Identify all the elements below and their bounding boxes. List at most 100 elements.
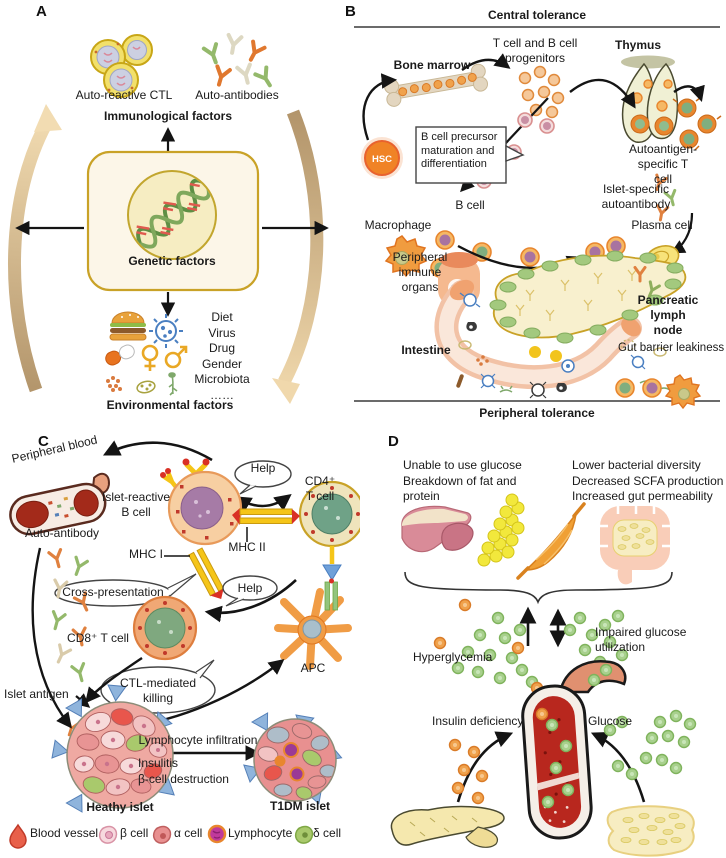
healthy-islet-icon	[51, 684, 175, 813]
arrow-thymus-to-tcells	[673, 84, 705, 102]
gut-barrier-leakiness-label: Gut barrier leakiness	[618, 342, 725, 354]
genetic-factors-label: Genetic factors	[128, 254, 216, 268]
metabolic-text: Unable to use glucose Breakdown of fat a…	[403, 458, 522, 503]
blood-vessel-legend-icon	[9, 823, 27, 849]
impaired-glucose-label: Impaired glucose utilization	[595, 625, 687, 654]
gut-text: Lower bacterial diversity Decreased SCFA…	[572, 458, 724, 503]
gut-icon	[600, 506, 670, 585]
auto-antibodies-label: Auto-antibodies	[195, 88, 279, 102]
mhc-ii-label: MHC II	[228, 540, 266, 554]
migrating-cells-icon	[430, 230, 626, 278]
drug-capsule-icon	[105, 344, 135, 366]
insulin-dots-path	[448, 738, 489, 805]
auto-antibody-label: Auto-antibody	[24, 526, 100, 540]
peripheral-blood-vessel-icon	[9, 472, 110, 536]
arrow-apc-to-cd8	[204, 579, 297, 623]
progenitors-label: T cell and B cell progenitors	[492, 36, 578, 65]
cd8-t-cell-label: CD8⁺ T cell	[67, 631, 129, 645]
panel-c-letter: C	[38, 433, 49, 450]
lymphocyte-legend-icon	[207, 824, 227, 844]
lymph-nodes-icon	[489, 250, 684, 344]
insulin-dots-left	[433, 598, 544, 695]
thymus-icon	[621, 55, 679, 143]
dna-icon	[136, 178, 211, 249]
intestine-label: Intestine	[401, 343, 451, 357]
glucose-label: Glucose	[588, 714, 633, 728]
cross-presentation-label: Cross-presentation	[62, 585, 164, 599]
muscle-icon	[516, 502, 586, 580]
plasma-cell-label: Plasma cell	[631, 218, 693, 232]
mhc-i-label: MHC I	[129, 547, 163, 561]
environmental-list: Diet Virus Drug Gender Microbiota ……	[194, 310, 250, 402]
panel-a-letter: A	[36, 3, 47, 20]
islet-autoantibody-label: Islet-specific autoantibody	[601, 182, 671, 211]
panel-b-artwork	[354, 26, 722, 410]
cycle-arrow-left-icon	[8, 104, 62, 393]
gender-icons	[141, 344, 188, 371]
blood-vessel-icon	[521, 660, 627, 840]
pancreatic-lymph-node-label: Pancreatic lymph node	[637, 293, 699, 337]
panel-a-artwork	[8, 32, 329, 404]
islet-reactive-b-cell-label: Islet-reactive B cell	[101, 490, 171, 519]
help-mid-label: Help	[237, 581, 263, 595]
cd4-t-cell-label: CD4⁺ T cell	[304, 474, 336, 503]
panel-c-artwork	[9, 440, 360, 849]
genetic-factors-box	[86, 150, 260, 292]
legend-blood-vessel-label: Blood vessel	[30, 826, 99, 840]
ctl-killing-oval	[100, 659, 216, 714]
central-tolerance-label: Central tolerance	[487, 8, 587, 22]
macrophage-label: Macrophage	[364, 218, 432, 232]
auto-reactive-ctl-label: Auto-reactive CTL	[75, 88, 173, 102]
legend-alpha-cell-label: α cell	[174, 826, 203, 840]
pancreas-d-icon	[390, 805, 505, 848]
gut-microbes-icons	[456, 292, 575, 399]
peripheral-immune-organs-label: Peripheral immune organs	[392, 250, 448, 294]
help-top-label: Help	[250, 461, 276, 475]
b-cell-precursor-label: B cell precursor maturation and differen…	[421, 131, 498, 170]
bone-marrow-icon	[384, 63, 489, 107]
insulitis-label: Insulitis	[138, 756, 179, 770]
progenitor-cells-icon	[518, 65, 565, 119]
burger-icon	[109, 311, 147, 341]
panel-a: A Auto-reactive CTL Auto-antibodies Immu…	[0, 0, 340, 430]
cd4-t-cell-icon	[298, 480, 360, 548]
help-bubble-mid	[222, 575, 278, 607]
arrow-hsc-to-marrow	[362, 73, 398, 141]
t1dm-islet-label: T1DM islet	[270, 799, 331, 813]
auto-reactive-ctl-icon	[90, 34, 153, 98]
beta-destruction-label: β-cell destruction	[138, 772, 229, 786]
panel-d: D Unable to use glucose Breakdown of fat…	[360, 430, 726, 858]
arrow-progenitors-to-thymus	[569, 78, 636, 109]
lymphocyte-infiltration-label: Lymphocyte infiltration	[138, 733, 258, 747]
apc-label: APC	[300, 661, 326, 675]
microbiota-icons	[106, 372, 178, 396]
bone-marrow-label: Bone marrow	[393, 58, 471, 72]
hyperglycemia-label: Hyperglycemia	[413, 650, 493, 664]
cd8-t-cell-icon	[132, 595, 198, 661]
b-cell-label: B cell	[455, 198, 485, 212]
food-icon	[606, 805, 695, 857]
hsc-label: HSC	[371, 154, 393, 165]
islet-antigen-label: Islet antigen	[4, 687, 69, 701]
help-bubble-top	[234, 460, 292, 495]
mhc-i-icon	[164, 547, 225, 599]
mhc-ii-icon	[232, 508, 300, 542]
arrow-bcell-to-blood	[102, 440, 213, 462]
cycle-arrow-right-icon	[272, 109, 324, 404]
ctl-mediated-killing-label: CTL-mediated killing	[119, 676, 197, 705]
panel-c: C Peripheral blood Islet-reactive B cell…	[0, 430, 360, 858]
arrow-marrow-to-progenitors	[461, 53, 511, 71]
panel-b-letter: B	[345, 3, 356, 20]
autoantigen-t-cell-label: Autoantigen- specific T cell	[628, 142, 698, 186]
brace	[404, 571, 673, 605]
liver-icon	[401, 505, 474, 553]
legend-delta-cell-label: δ cell	[313, 826, 342, 840]
legend-beta-cell-label: β cell	[120, 826, 149, 840]
b-cell-precursor-bubble	[415, 126, 525, 184]
immunological-factors-label: Immunological factors	[103, 109, 233, 123]
auto-antibodies-icon	[201, 32, 278, 91]
legend-lymphocyte-label: Lymphocyte	[228, 826, 293, 840]
hsc-icon	[361, 137, 403, 179]
arrow-antibody-to-islet	[31, 547, 72, 729]
